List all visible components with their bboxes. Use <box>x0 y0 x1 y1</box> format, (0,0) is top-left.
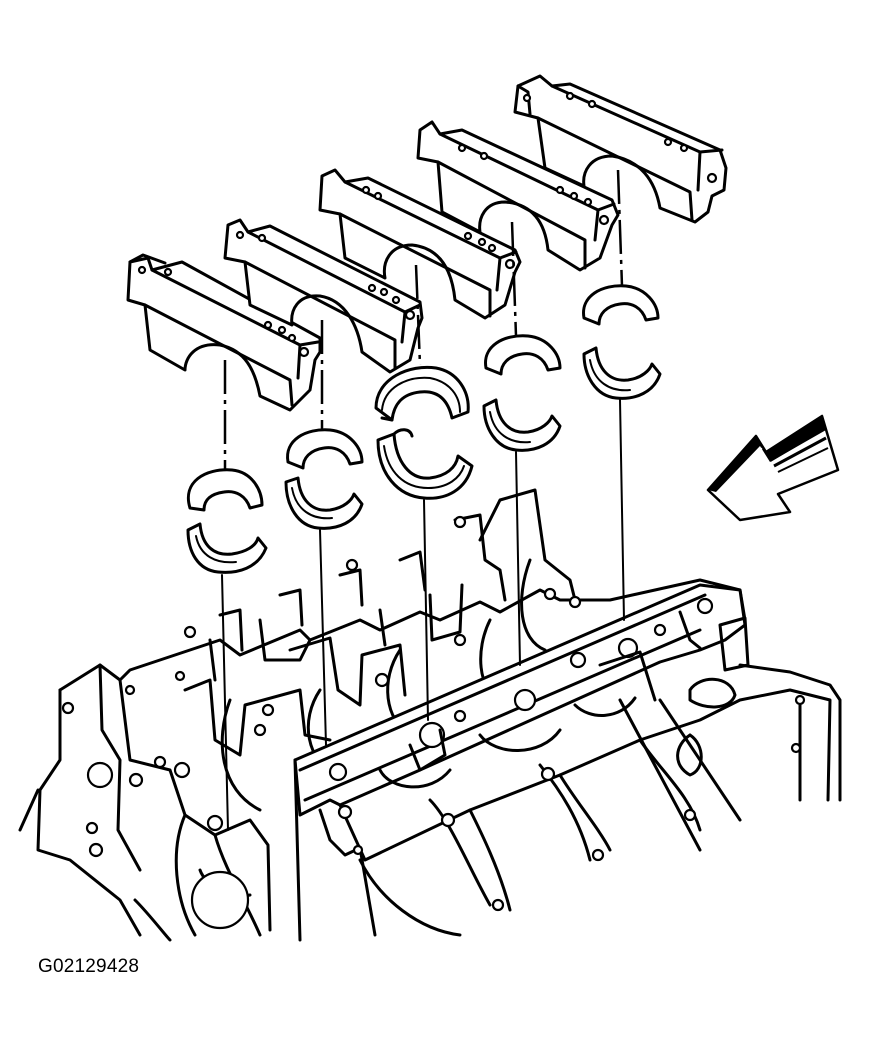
upper-bearing-2 <box>286 428 364 470</box>
lower-bearing-1 <box>186 522 268 574</box>
upper-bearing-4 <box>484 334 562 376</box>
upper-bearing-1 <box>187 468 264 512</box>
engine-block <box>18 488 842 942</box>
direction-arrow-icon <box>706 414 840 522</box>
lower-bearing-4 <box>482 398 562 452</box>
upper-bearing-5 <box>582 284 660 326</box>
bearing-cap-1 <box>126 253 322 412</box>
bearing-cap-4 <box>416 120 620 272</box>
lower-bearing-5 <box>582 346 662 400</box>
alignment-lines <box>221 169 625 831</box>
figure-id-label: G02129428 <box>38 956 140 977</box>
upper-bearing-3 <box>374 365 470 422</box>
bearing-cap-2 <box>223 218 424 374</box>
bearing-cap-3 <box>318 168 522 320</box>
lower-bearing-2 <box>284 476 364 530</box>
lower-bearing-3 <box>376 428 474 500</box>
bearing-cap-5 <box>513 74 728 224</box>
